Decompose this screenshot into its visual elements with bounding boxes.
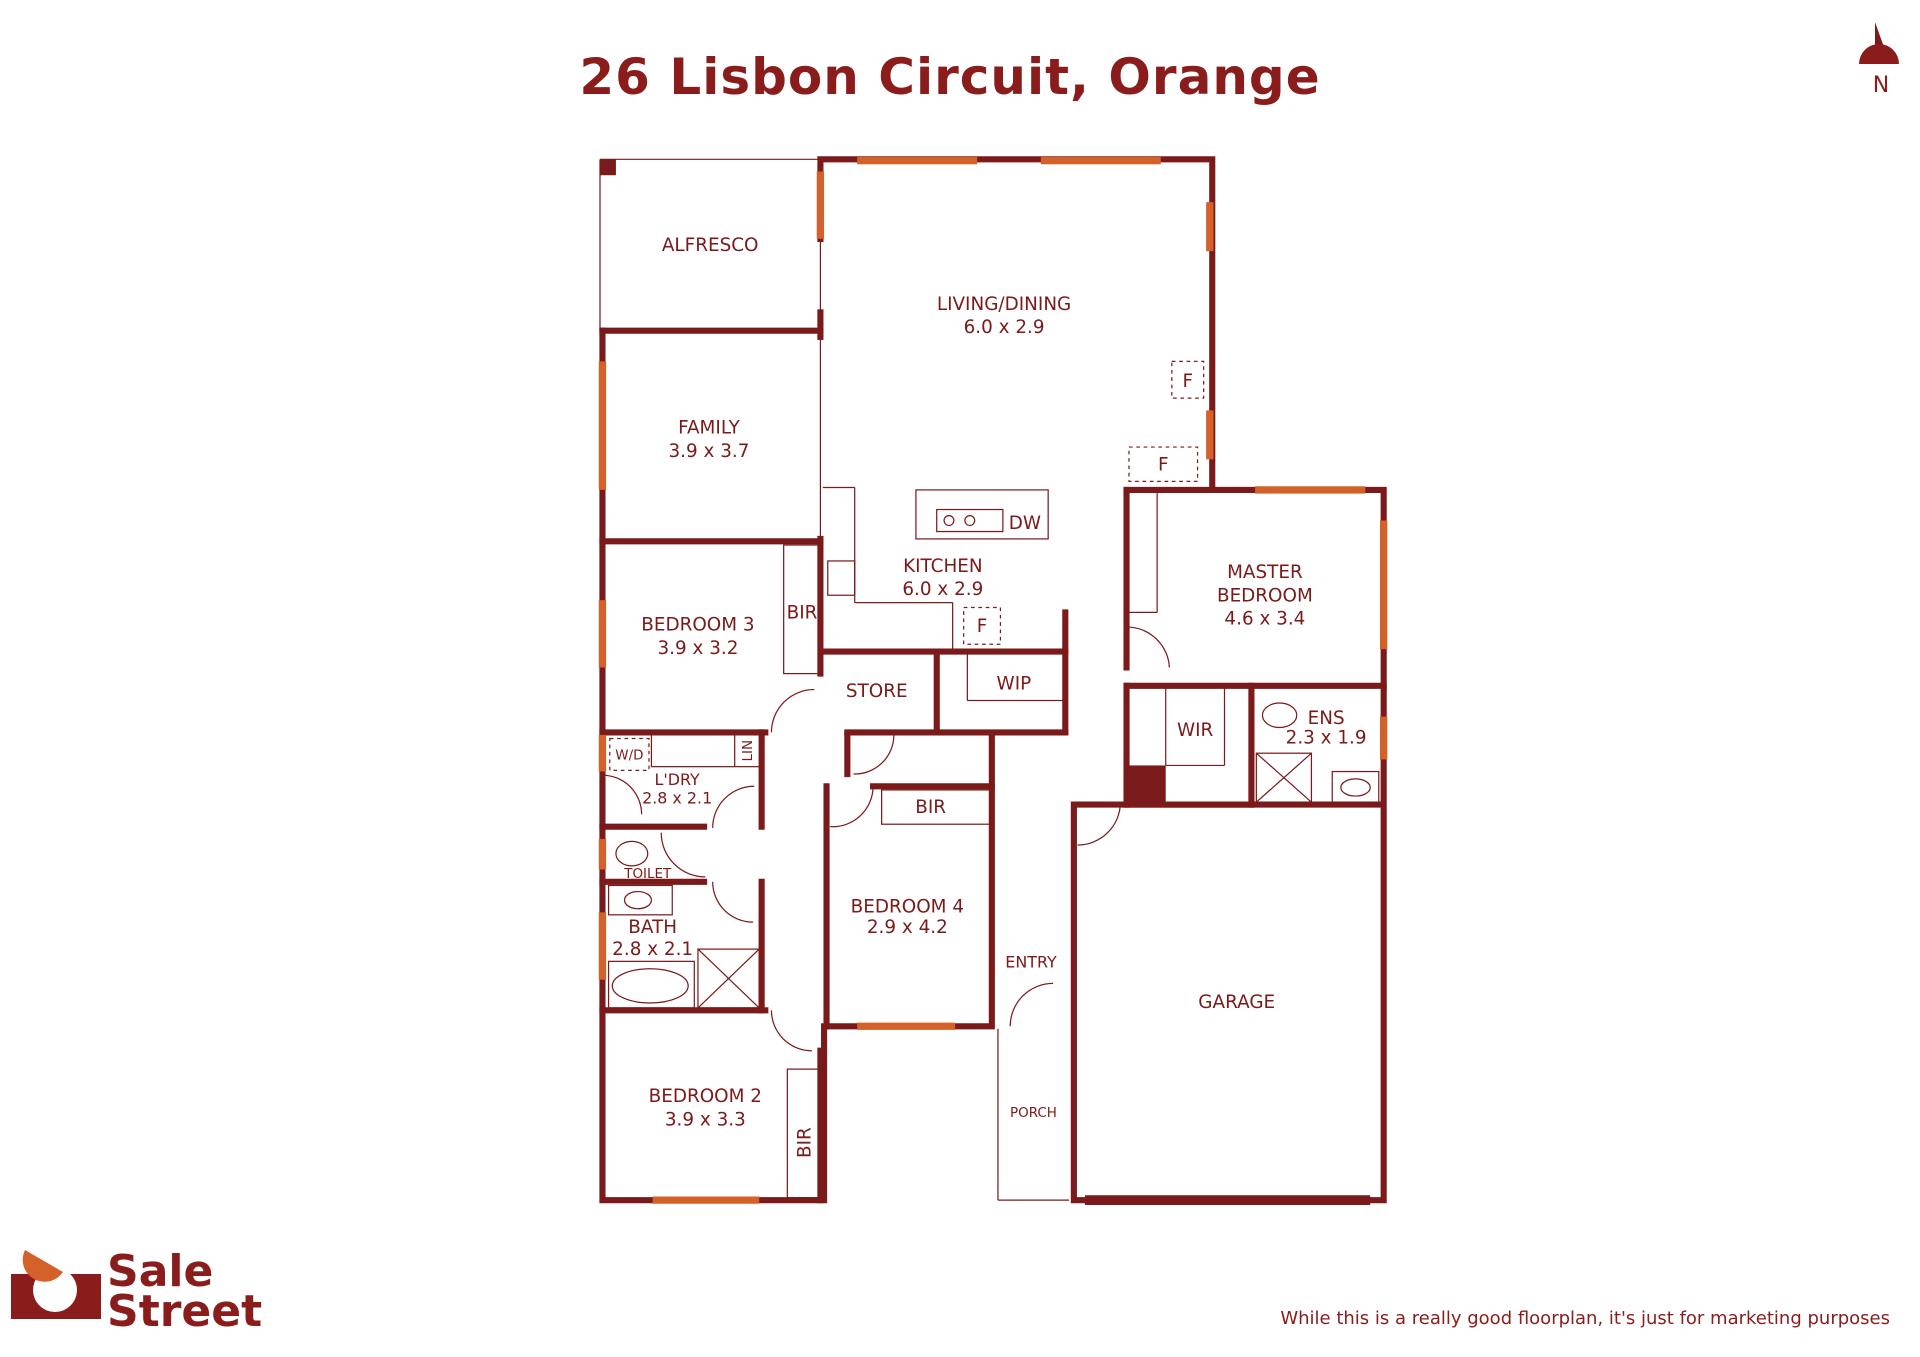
room-bedroom3-name: BEDROOM 3	[641, 615, 754, 636]
logo-text: Sale Street	[107, 1246, 263, 1337]
room-toilet: TOILET	[623, 867, 672, 882]
north-label: N	[1873, 73, 1889, 95]
room-living-size: 6.0 x 2.9	[964, 317, 1045, 338]
room-master-name2: BEDROOM	[1217, 585, 1313, 606]
room-bedroom4-size: 2.9 x 4.2	[867, 917, 948, 938]
room-bedroom2-name: BEDROOM 2	[649, 1086, 762, 1107]
room-bedroom2-size: 3.9 x 3.3	[665, 1109, 746, 1130]
room-family-size: 3.9 x 3.7	[669, 441, 750, 462]
windows	[598, 156, 1388, 1204]
bir-label: BIR	[787, 603, 818, 624]
bir-label: BIR	[915, 797, 946, 818]
room-porch: PORCH	[1010, 1106, 1057, 1121]
north-arrow-icon: N	[1859, 22, 1899, 95]
disclaimer: While this is a really good floorplan, i…	[1280, 1308, 1890, 1329]
fridge-label: F	[1158, 454, 1169, 475]
room-living-name: LIVING/DINING	[937, 294, 1071, 315]
fridge-label: F	[1182, 371, 1193, 392]
washer-dryer-label: W/D	[615, 748, 643, 763]
room-store: STORE	[846, 681, 908, 702]
room-alfresco: ALFRESCO	[662, 235, 759, 256]
room-bath-size: 2.8 x 2.1	[612, 939, 693, 960]
sale-street-logo-icon	[11, 1250, 101, 1319]
room-kitchen-size: 6.0 x 2.9	[902, 579, 983, 600]
room-ens-size: 2.3 x 1.9	[1286, 727, 1367, 748]
bir-label: BIR	[795, 1127, 816, 1158]
room-master-size: 4.6 x 3.4	[1224, 609, 1305, 630]
room-bath-name: BATH	[628, 917, 677, 938]
room-master-name1: MASTER	[1227, 562, 1303, 583]
room-family-name: FAMILY	[678, 418, 740, 439]
logo-line2: Street	[107, 1286, 263, 1337]
page-title: 26 Lisbon Circuit, Orange	[579, 48, 1321, 106]
room-wip: WIP	[997, 674, 1032, 695]
linen-label: LIN	[741, 740, 756, 762]
fridge-label: F	[977, 616, 988, 637]
room-laundry-name: L'DRY	[655, 770, 701, 789]
logo-line1: Sale	[107, 1246, 214, 1297]
room-bedroom3-size: 3.9 x 3.2	[657, 638, 738, 659]
room-garage: GARAGE	[1198, 992, 1275, 1013]
room-bedroom4-name: BEDROOM 4	[851, 896, 964, 917]
walls	[599, 156, 1387, 1206]
room-ens-name: ENS	[1308, 708, 1345, 729]
room-wir: WIR	[1177, 720, 1214, 741]
thin-lines	[599, 158, 1380, 1201]
dishwasher-label: DW	[1009, 513, 1041, 534]
room-laundry-size: 2.8 x 2.1	[642, 788, 712, 807]
room-entry: ENTRY	[1005, 952, 1057, 971]
room-kitchen-name: KITCHEN	[903, 556, 983, 577]
